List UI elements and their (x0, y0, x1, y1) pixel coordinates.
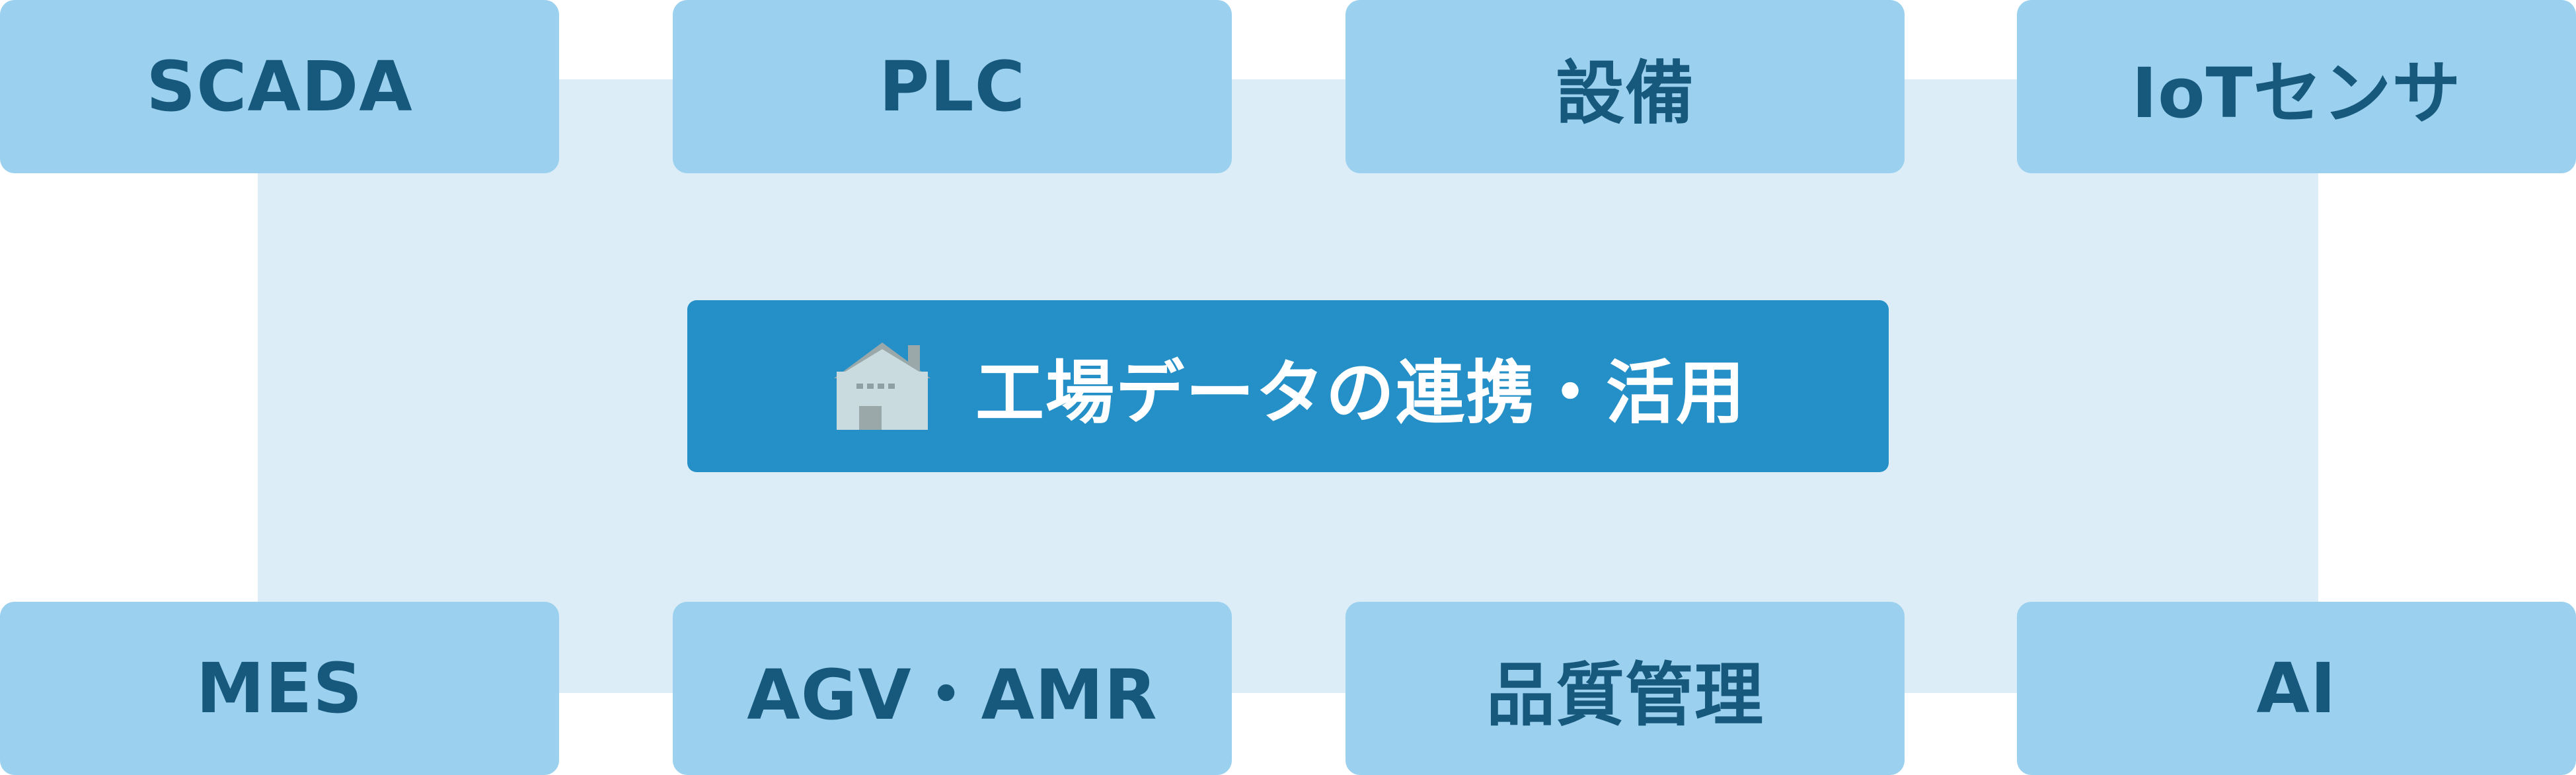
node-plc: PLC (673, 0, 1232, 173)
node-scada: SCADA (0, 0, 559, 173)
node-label: 設備 (1555, 52, 1694, 134)
node-agv-amr: AGV・AMR (673, 602, 1232, 775)
center-label: 工場データの連携・活用 (975, 352, 1746, 433)
node-label: AGV・AMR (747, 654, 1158, 735)
node-label: 品質管理 (1486, 654, 1764, 735)
node-label: AI (2256, 648, 2337, 729)
node-iot-sensor: IoTセンサ (2017, 0, 2576, 173)
node-quality-control: 品質管理 (1345, 602, 1905, 775)
center-factory-data: 工場データの連携・活用 (687, 300, 1889, 472)
node-equipment: 設備 (1345, 0, 1905, 173)
node-label: SCADA (146, 46, 413, 127)
node-ai: AI (2017, 602, 2576, 775)
factory-icon (833, 343, 930, 430)
node-label: PLC (879, 46, 1026, 127)
node-label: MES (196, 648, 363, 729)
node-mes: MES (0, 602, 559, 775)
node-label: IoTセンサ (2131, 52, 2462, 134)
